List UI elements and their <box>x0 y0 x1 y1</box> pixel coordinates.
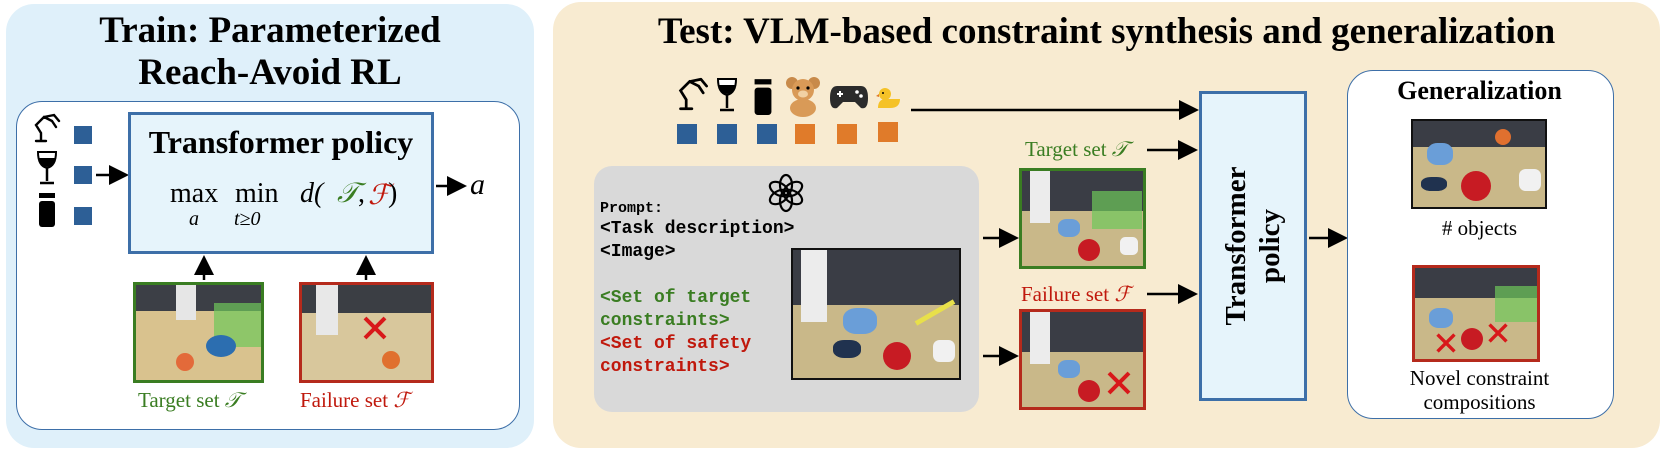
formula-max: max <box>170 178 219 209</box>
policy-line1: Transformer <box>1220 166 1252 326</box>
right-target-symbol: 𝒯 <box>1111 137 1128 161</box>
rubber-duck-icon <box>876 88 900 108</box>
left-failure-symbol: ℱ <box>393 388 410 412</box>
train-title-line2: Reach-Avoid RL <box>138 52 402 93</box>
arrows-right <box>911 100 1348 366</box>
transformer-policy-box <box>128 112 434 254</box>
formula-failure-symbol: ℱ <box>368 180 391 211</box>
blue-square <box>74 166 92 184</box>
blue-square <box>757 124 777 144</box>
formula-close: ) <box>388 178 398 209</box>
blue-square <box>677 124 697 144</box>
bottle-icon <box>39 193 55 227</box>
prompt-safety-line2: constraints> <box>600 357 730 377</box>
transformer-policy-label: Transformer policy <box>1199 91 1307 401</box>
failure-x-icon <box>1488 323 1508 343</box>
prompt-scene-image <box>791 248 961 380</box>
generalization-objects-caption: # objects <box>1441 216 1518 240</box>
right-target-label: Target set 𝒯 <box>1025 137 1128 162</box>
transformer-policy-box-vertical <box>1199 91 1307 401</box>
target-set-image <box>133 282 264 383</box>
left-target-symbol: 𝒯 <box>224 388 241 412</box>
failure-x-icon <box>1107 371 1131 395</box>
prompt-target-line2: constraints> <box>600 311 730 331</box>
left-target-label: Target set 𝒯 <box>138 388 241 413</box>
prompt-task-description: <Task description> <box>600 219 795 239</box>
wine-glass-icon <box>716 78 738 112</box>
composition-caption-line2: compositions <box>1423 390 1536 414</box>
left-failure-label: Failure set ℱ <box>300 388 410 413</box>
generalization-objects-image <box>1411 119 1547 209</box>
formula-target-symbol: 𝒯 <box>337 178 359 209</box>
generalization-composition-image <box>1412 265 1540 362</box>
prompt-label: Prompt: <box>600 200 664 217</box>
formula-d: d( <box>300 178 324 209</box>
policy-title: Transformer policy <box>148 124 414 160</box>
bottle-icon <box>754 79 772 115</box>
composition-caption-line1: Novel constraint <box>1409 366 1550 390</box>
formula-comma: , <box>358 178 365 209</box>
teddy-bear-icon <box>786 77 820 117</box>
policy-line2: policy <box>1254 208 1286 284</box>
orange-square <box>878 122 898 142</box>
orange-square <box>795 124 815 144</box>
prompt-image: <Image> <box>600 242 676 262</box>
blue-square <box>717 124 737 144</box>
train-title: Train: Parameterized Reach-Avoid RL <box>6 10 534 94</box>
formula-min-sub: t≥0 <box>234 208 261 230</box>
failure-x-icon <box>363 316 387 340</box>
right-failure-label-text: Failure set <box>1021 282 1110 306</box>
left-failure-label-text: Failure set <box>300 388 389 412</box>
generalization-title: Generalization <box>1397 76 1562 105</box>
failure-x-icon <box>1436 333 1456 353</box>
prompt-target-line1: <Set of target <box>600 288 752 308</box>
orange-square <box>837 124 857 144</box>
right-target-label-text: Target set <box>1025 137 1107 161</box>
wine-glass-icon <box>36 151 58 185</box>
formula-max-sub: a <box>189 208 199 230</box>
blue-square <box>74 126 92 144</box>
right-target-image <box>1019 168 1146 269</box>
formula-min: min <box>235 178 279 209</box>
openai-logo-icon <box>768 173 804 213</box>
robot-arm-icon <box>34 113 61 143</box>
train-title-line1: Train: Parameterized <box>99 10 441 51</box>
right-failure-symbol: ℱ <box>1114 282 1131 306</box>
arrows-left <box>96 165 467 280</box>
failure-set-image <box>299 282 434 383</box>
gamepad-icon <box>830 86 868 109</box>
generalization-composition-caption: Novel constraint compositions <box>1347 366 1612 414</box>
right-failure-image <box>1019 309 1146 410</box>
prompt-safety-line1: <Set of safety <box>600 334 752 354</box>
robot-arm-icon <box>678 77 708 111</box>
action-label: a <box>470 168 485 201</box>
right-failure-label: Failure set ℱ <box>1021 282 1131 307</box>
blue-square <box>74 207 92 225</box>
test-title: Test: VLM-based constraint synthesis and… <box>657 11 1556 52</box>
policy-formula: max a min t≥0 d( 𝒯 , ℱ ) <box>170 178 420 238</box>
left-target-label-text: Target set <box>138 388 220 412</box>
